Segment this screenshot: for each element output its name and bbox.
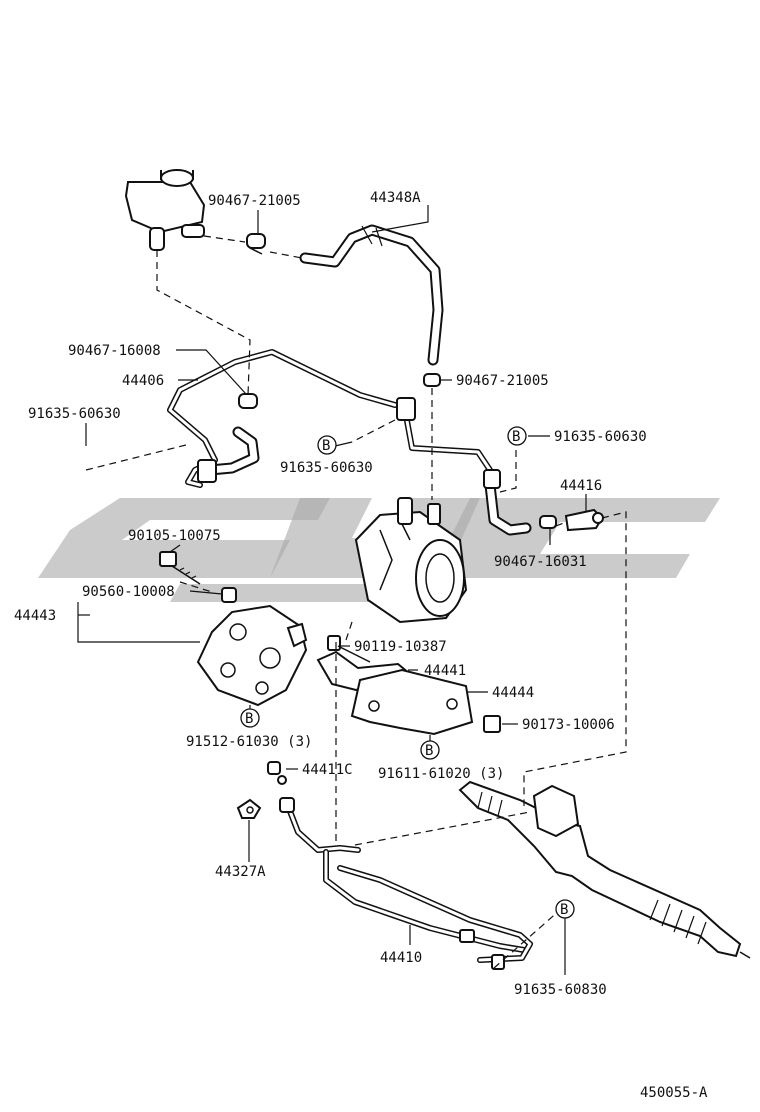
spacer-90560-10008[interactable] [221, 587, 237, 603]
callout-b-rack: B [420, 740, 440, 760]
return-tube-44410[interactable] [279, 797, 533, 970]
label-90467-16008[interactable]: 90467-16008 [68, 343, 161, 359]
label-44327A[interactable]: 44327A [215, 864, 266, 880]
label-44441[interactable]: 44441 [424, 663, 466, 679]
label-91512-61030[interactable]: 91512-61030 (3) [186, 734, 312, 750]
callout-b-rack-letter: B [425, 743, 433, 759]
callout-b-bracket: B [240, 708, 260, 728]
label-44410[interactable]: 44410 [380, 950, 422, 966]
callout-b-right: B [507, 426, 527, 446]
label-44348A[interactable]: 44348A [370, 190, 421, 206]
union-valve-44416[interactable] [564, 508, 604, 532]
label-91635-60630-left[interactable]: 91635-60630 [28, 406, 121, 422]
label-44416[interactable]: 44416 [560, 478, 602, 494]
label-44406[interactable]: 44406 [122, 373, 164, 389]
callout-b-tube: B [555, 899, 575, 919]
power-steering-pump[interactable] [354, 497, 468, 624]
callout-b-tube-letter: B [560, 902, 568, 918]
label-44411C[interactable]: 44411C [302, 762, 353, 778]
reservoir-tank[interactable] [124, 169, 206, 251]
callout-b-center: B [317, 435, 337, 455]
union-44411C[interactable] [267, 761, 287, 785]
label-90560-10008[interactable]: 90560-10008 [82, 584, 175, 600]
label-44443[interactable]: 44443 [14, 608, 56, 624]
label-leader-lines [77, 205, 587, 975]
bolt-90119-10387[interactable] [327, 635, 371, 663]
nut-90173-10006[interactable] [483, 715, 501, 733]
label-91635-60630-right[interactable]: 91635-60630 [554, 429, 647, 445]
label-90119-10387[interactable]: 90119-10387 [354, 639, 447, 655]
hose-clamp-90467-16031[interactable] [539, 515, 557, 529]
callout-b-center-letter: B [322, 438, 330, 454]
hose-clamp-90467-16008[interactable] [238, 393, 258, 409]
hose-clamp-90467-21005-mid[interactable] [423, 373, 441, 387]
callout-b-bracket-letter: B [245, 711, 253, 727]
pump-bracket-44443[interactable] [196, 604, 308, 707]
return-hose-44348A[interactable] [299, 224, 444, 366]
clamp-44327A[interactable] [236, 798, 262, 819]
dashed-leader-lines [85, 235, 627, 969]
bracket-44444[interactable] [350, 668, 474, 736]
label-90173-10006[interactable]: 90173-10006 [522, 717, 615, 733]
steering-rack-gear[interactable] [458, 780, 751, 959]
label-44444[interactable]: 44444 [492, 685, 534, 701]
label-90467-16031[interactable]: 90467-16031 [494, 554, 587, 570]
hose-clamp-90467-21005-top[interactable] [246, 233, 266, 255]
label-90467-21005-mid[interactable]: 90467-21005 [456, 373, 549, 389]
callout-b-right-letter: B [512, 429, 520, 445]
suction-hose[interactable] [483, 469, 532, 536]
label-90467-21005-top[interactable]: 90467-21005 [208, 193, 301, 209]
drawing-number: 450055-A [640, 1085, 708, 1101]
label-91635-60830[interactable]: 91635-60830 [514, 982, 607, 998]
pressure-tube-44406[interactable] [167, 349, 493, 488]
label-91635-60630-center[interactable]: 91635-60630 [280, 460, 373, 476]
bolt-90105-10075[interactable] [159, 551, 201, 585]
label-90105-10075[interactable]: 90105-10075 [128, 528, 221, 544]
label-91611-61020[interactable]: 91611-61020 (3) [378, 766, 504, 782]
